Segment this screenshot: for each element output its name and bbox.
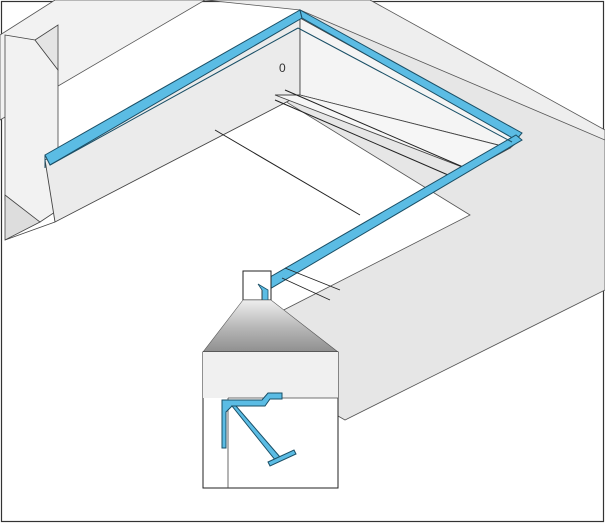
enlarged-trim-profile xyxy=(221,392,283,449)
wall-line-2 xyxy=(274,99,456,179)
trim-inner-edge-left xyxy=(49,27,299,166)
left-base-line xyxy=(4,221,56,241)
far-wall-right xyxy=(204,0,605,151)
leader-line-1 xyxy=(284,267,341,291)
left-post-base xyxy=(4,194,41,241)
opening-label: 0 xyxy=(279,61,286,75)
wall-line-3 xyxy=(214,129,361,216)
enlarged-detail-wall xyxy=(203,352,338,398)
enlarged-trim-foot xyxy=(267,449,297,467)
left-post-top xyxy=(34,24,59,72)
leader-line-2 xyxy=(281,277,331,301)
trim-inner-edge-right xyxy=(297,27,513,143)
wall-line-1 xyxy=(284,89,471,171)
